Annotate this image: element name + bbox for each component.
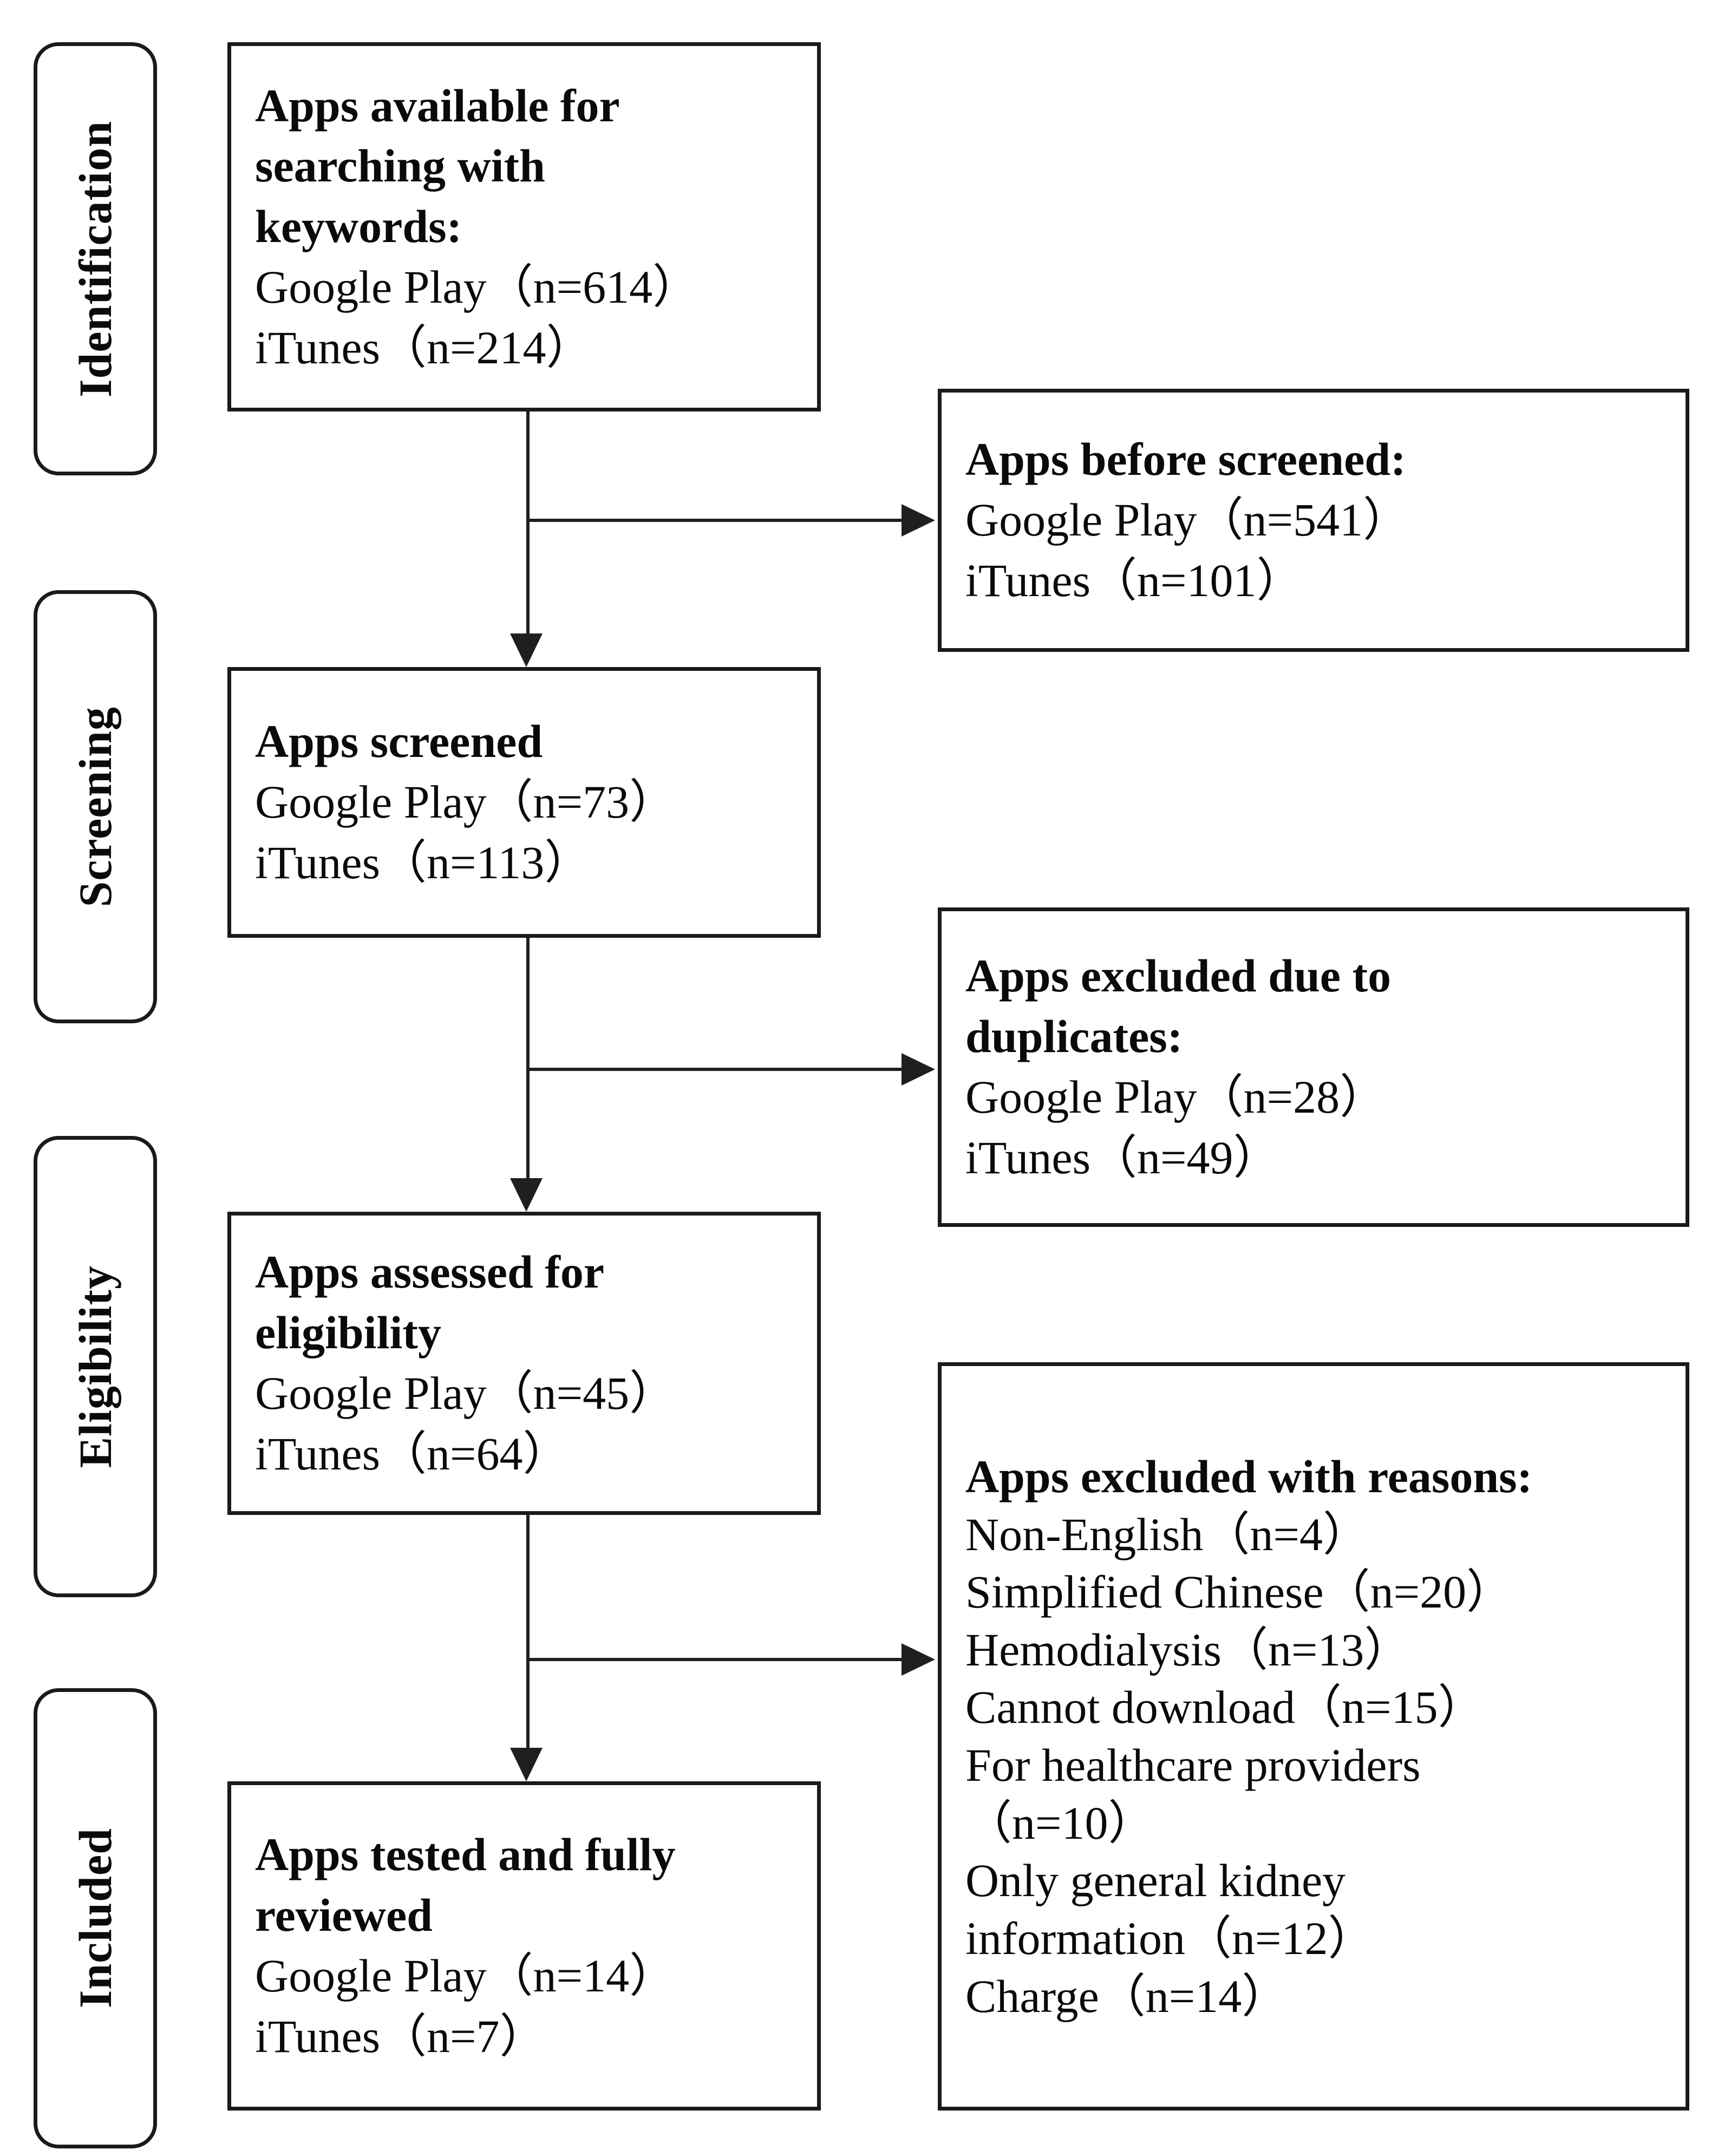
box-apps-excluded-duplicates: Apps excluded due to duplicates: Google … [938,907,1689,1227]
stage-label-eligibility-text: Eligibility [69,1265,121,1468]
box-apps-before-screened-line-2: iTunes（n=101） [965,554,1303,606]
connector-arrowhead-right-1 [902,504,935,537]
box-apps-included: Apps tested and fully reviewed Google Pl… [227,1781,821,2111]
box-apps-available: Apps available for searching with keywor… [227,42,821,411]
connector-arrowhead-right-2 [902,1053,935,1086]
connector-vline-2 [526,938,530,1182]
box-apps-excluded-reasons-line-8: information（n=12） [965,1912,1375,1964]
box-apps-screened-line-1: Google Play（n=73） [255,776,676,828]
box-apps-included-heading-line-2: reviewed [255,1889,433,1942]
connector-hline-1 [528,519,902,522]
box-apps-assessed-line-1: Google Play（n=45） [255,1367,676,1419]
box-apps-excluded-reasons-line-4: Cannot download（n=15） [965,1681,1485,1734]
box-apps-screened-heading-line-1: Apps screened [255,715,543,768]
box-apps-excluded-reasons-line-1: Non-English（n=4） [965,1508,1370,1560]
connector-arrowhead-right-3 [902,1643,935,1676]
box-apps-excluded-duplicates-heading-line-1: Apps excluded due to [965,950,1392,1002]
box-apps-available-heading-line-3: keywords: [255,200,462,253]
connector-hline-2 [528,1068,902,1071]
box-apps-included-heading-line-1: Apps tested and fully [255,1828,676,1881]
box-apps-excluded-duplicates-heading-line-2: duplicates: [965,1010,1183,1063]
connector-arrowhead-down-1 [510,633,543,667]
box-apps-included-line-1: Google Play（n=14） [255,1950,676,2002]
box-apps-screened: Apps screened Google Play（n=73） iTunes（n… [227,667,821,938]
box-apps-included-line-2: iTunes（n=7） [255,2010,546,2062]
box-apps-assessed: Apps assessed for eligibility Google Pla… [227,1212,821,1515]
box-apps-assessed-heading-line-2: eligibility [255,1306,441,1359]
box-apps-available-line-2: iTunes（n=214） [255,321,593,374]
stage-label-included: Included [34,1688,157,2148]
connector-arrowhead-down-3 [510,1748,543,1781]
box-apps-assessed-line-2: iTunes（n=64） [255,1427,570,1480]
box-apps-available-heading-line-1: Apps available for [255,79,620,132]
stage-label-screening: Screening [34,590,157,1023]
box-apps-screened-line-2: iTunes（n=113） [255,836,591,888]
connector-vline-1 [526,411,530,639]
box-apps-assessed-heading-line-1: Apps assessed for [255,1246,605,1298]
box-apps-excluded-reasons-line-9: Charge（n=14） [965,1970,1289,2022]
connector-hline-3 [528,1658,902,1661]
stage-label-identification: Identification [34,42,157,475]
box-apps-excluded-reasons: Apps excluded with reasons: Non-English（… [938,1362,1689,2111]
box-apps-excluded-reasons-line-3: Hemodialysis（n=13） [965,1623,1411,1676]
connector-arrowhead-down-2 [510,1178,543,1212]
box-apps-before-screened-line-1: Google Play（n=541） [965,494,1410,546]
box-apps-excluded-reasons-line-7: Only general kidney [965,1854,1346,1907]
box-apps-available-heading-line-2: searching with [255,140,545,192]
stage-label-identification-text: Identification [69,120,121,397]
box-apps-before-screened: Apps before screened: Google Play（n=541）… [938,389,1689,652]
box-apps-available-line-1: Google Play（n=614） [255,260,700,313]
stage-label-included-text: Included [69,1828,121,2009]
connector-vline-3 [526,1515,530,1752]
box-apps-excluded-duplicates-line-2: iTunes（n=49） [965,1131,1280,1184]
stage-label-screening-text: Screening [69,706,121,907]
stage-label-eligibility: Eligibility [34,1136,157,1597]
box-apps-excluded-reasons-line-5: For healthcare providers [965,1739,1421,1791]
box-apps-excluded-reasons-line-2: Simplified Chinese（n=20） [965,1566,1513,1618]
box-apps-excluded-reasons-line-6: （n=10） [965,1796,1155,1849]
box-apps-excluded-duplicates-line-1: Google Play（n=28） [965,1071,1387,1123]
box-apps-excluded-reasons-heading-line-1: Apps excluded with reasons: [965,1450,1533,1502]
box-apps-before-screened-heading-line-1: Apps before screened: [965,433,1406,486]
